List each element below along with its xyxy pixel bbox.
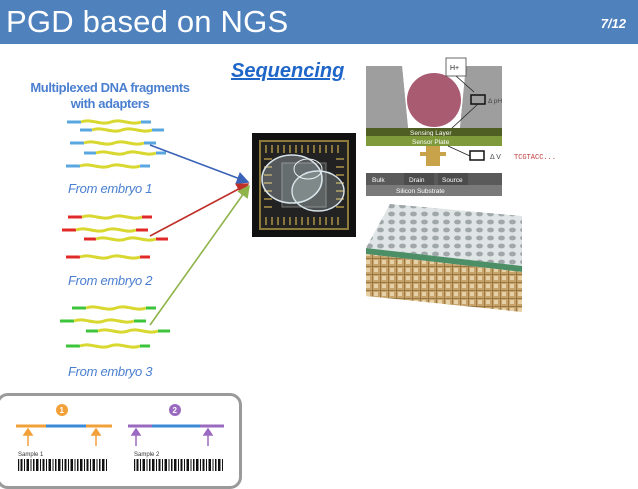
arrow-embryo-1 [149,144,250,185]
sequencing-chip-image [252,133,356,237]
fragments-heading-line1: Multiplexed DNA fragments [30,80,190,95]
embryo-3-label: From embryo 3 [68,364,153,379]
delta-ph-label: Δ pH [488,98,502,105]
sample-2-label: Sample 2 [134,452,160,458]
arrow-embryo-2 [149,183,250,237]
arrow-embryo-3 [149,184,250,326]
embryo-1-label: From embryo 1 [68,181,153,196]
source-label: Source [442,177,463,184]
embryo-1-fragments [66,119,166,169]
hydrogen-ion-label: H+ [450,65,459,72]
sequence-readout: TCGTACC... [514,154,556,162]
arrows-to-chip [149,144,250,326]
sensing-layer-label: Sensing Layer [410,130,452,137]
embryo-2-fragments [62,214,168,260]
well-array-image [366,204,522,312]
dna-fragments-diagram [60,119,170,349]
embryo-2-label: From embryo 2 [68,273,153,288]
embryo-3-fragments [60,305,170,349]
slide-header: PGD based on NGS 7/12 [0,0,638,44]
sequencing-bead [407,73,461,127]
page-number: 7/12 [600,16,626,31]
sample-1-label: Sample 1 [18,452,44,458]
barcode-sample-1 [18,459,107,471]
fragments-heading-line2: with adapters [70,96,150,111]
barcode-diagram: 1 2 Sample 1 Sample 2 [16,404,224,471]
silicon-substrate-label: Silicon Substrate [396,188,445,195]
marker-1-circle [56,404,68,416]
sensor-plate-label: Sensor Plate [412,139,450,146]
marker-2-label: 2 [173,406,178,415]
drain-label: Drain [409,177,425,184]
marker-1-label: 1 [60,406,65,415]
barcode-sample-2 [134,459,223,471]
delta-v-label: Δ V [490,154,501,161]
slide-title: PGD based on NGS [6,4,289,39]
marker-2-circle [169,404,181,416]
sequencing-label: Sequencing [231,60,345,82]
sensor-diagram: Sensing Layer Sensor Plate Bulk Drain So… [366,57,556,196]
bulk-label: Bulk [372,177,385,184]
